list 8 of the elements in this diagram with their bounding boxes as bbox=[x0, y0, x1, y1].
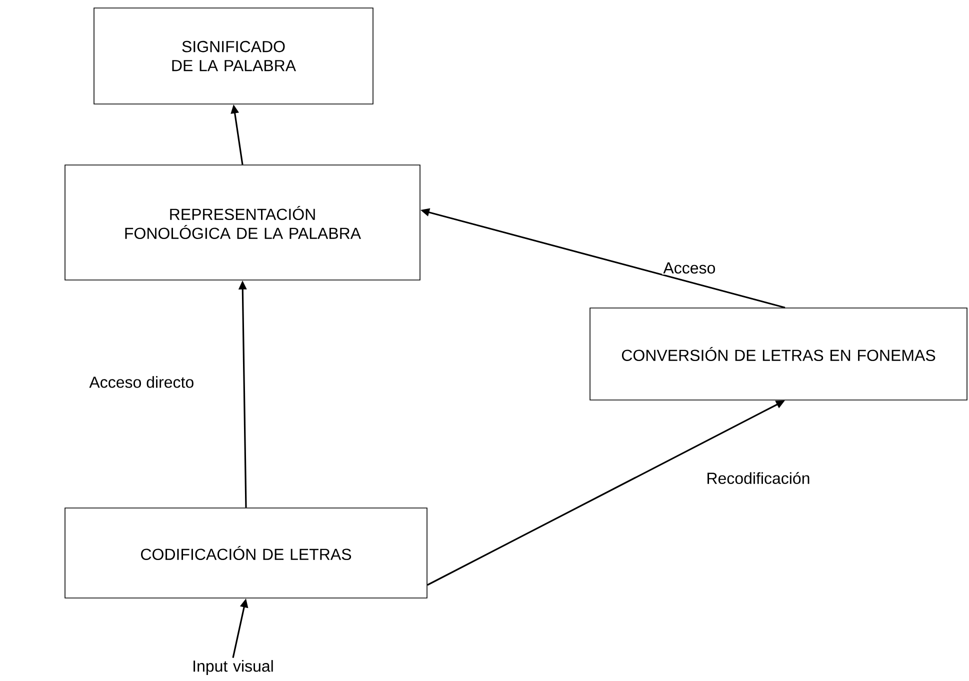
edge-label: Acceso bbox=[662, 261, 717, 275]
process-box: SIGNIFICADO DE LA PALABRA bbox=[94, 8, 374, 104]
input-label: Input visual bbox=[194, 660, 273, 675]
process-box: REPRESENTACIÓN FONOLÓGICA DE LA PALABRA bbox=[64, 164, 420, 280]
process-box: CONVERSIÓN DE LETRAS EN FONEMAS bbox=[590, 308, 968, 400]
edge-label: Acceso directo bbox=[88, 375, 196, 389]
process-box: CODIFICACIÓN DE LETRAS bbox=[64, 508, 428, 598]
edge-label: Recodificación bbox=[705, 471, 812, 485]
